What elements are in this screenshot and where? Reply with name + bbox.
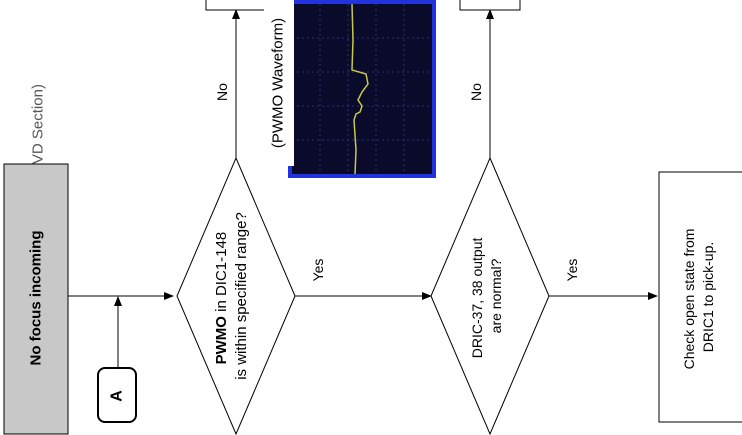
decision-pwmo-text: PWMO in DIC1-148 is within specified ran…	[213, 212, 250, 380]
decision-pwmo-no-label: No	[214, 83, 230, 101]
decision-pwmo-line1: in DIC1-148	[213, 232, 230, 316]
start-box	[3, 163, 69, 435]
decision-dric-yes-label: Yes	[564, 259, 580, 282]
decision-pwmo-yes-label: Yes	[310, 259, 326, 282]
no-result-box-1	[205, 0, 267, 11]
connector-a	[97, 367, 137, 423]
start-box-label: No focus incoming	[28, 231, 45, 366]
decision-pwmo-line2: is within specified range?	[233, 212, 250, 380]
action-box-line2: DRIC1 to pick-up.	[700, 242, 716, 352]
pwmo-waveform-image	[288, 0, 436, 178]
decision-pwmo-keyword: PWMO	[213, 316, 230, 365]
connector-a-label: A	[109, 390, 126, 402]
decision-pwmo	[176, 156, 296, 435]
decision-dric-line1: DRIC-37, 38 output	[469, 238, 485, 359]
decision-dric-line2: are normal?	[488, 258, 504, 333]
section-label: (DVD Section)	[30, 84, 47, 180]
decision-dric-no-label: No	[468, 83, 484, 101]
action-box-line1: Check open state from	[681, 229, 697, 370]
action-box-text: Check open state from DRIC1 to pick-up.	[681, 225, 716, 370]
waveform-caption-bg	[264, 0, 294, 166]
no-result-box-2	[459, 0, 521, 11]
decision-dric-text: DRIC-37, 38 output are normal?	[469, 234, 504, 359]
action-box	[658, 171, 742, 423]
decision-dric	[430, 156, 550, 435]
waveform-caption: (PWMO Waveform)	[270, 18, 287, 148]
waveform-trace	[351, 3, 369, 175]
